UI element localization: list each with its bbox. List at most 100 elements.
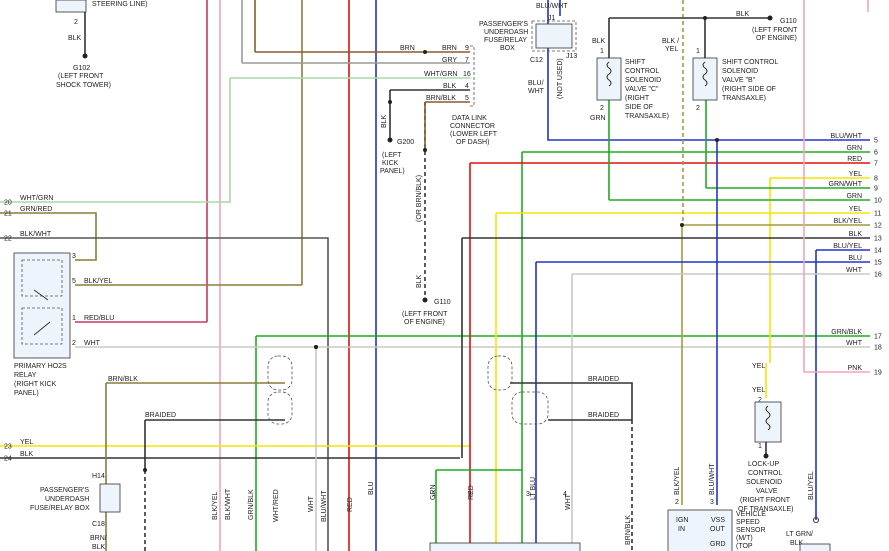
vehicle-speed-sensor: BLK/YEL BLU/WHT 2 3 IGN IN VSS OUT GRD V… (667, 138, 766, 551)
wire-21-grn-red (0, 212, 97, 261)
wire-label-9: GRN/WHT (829, 181, 863, 188)
shift-solenoid-b: BLK / YEL 1 2 SHIFT CONTROL SOLENOID VAL… (662, 38, 778, 112)
wire-label-10: GRN (846, 193, 862, 200)
label-relay-3: 3 (72, 253, 76, 260)
label-g110-mid-d1: (LEFT FRONT (402, 311, 448, 318)
lockup-body (754, 401, 782, 443)
vss-body (667, 509, 733, 551)
label-g110-mid-d2: OF ENGINE) (404, 319, 445, 326)
ground-symbol-g102 (82, 53, 88, 59)
label-blk-vert: BLK (381, 114, 388, 128)
label-blk-yel-v: BLK/YEL (674, 466, 681, 495)
label-blu-wht-mid2: WHT (528, 88, 545, 95)
wire-num-20: 20 (4, 200, 12, 207)
fuse-relay-box-top (535, 23, 573, 49)
label-vss-in: IN (678, 526, 685, 533)
label-vss-2: 2 (675, 499, 679, 506)
label-lock-1: 1 (758, 443, 762, 450)
label-sv2-2: 2 (696, 105, 700, 112)
lockup-coil (765, 405, 771, 431)
label-brn-a: BRN (400, 45, 415, 52)
lockup-ground (763, 453, 769, 459)
label-lock-c: SOLENOID (746, 479, 782, 486)
wire-label-23: YEL (20, 439, 33, 446)
splice-blkyel (680, 223, 684, 227)
wire-num-11: 11 (874, 211, 881, 218)
wire-brnblk-low (105, 382, 285, 551)
wire-label-7: RED (847, 156, 862, 163)
label-h14: H14 (92, 473, 105, 480)
label-lock-e: (RIGHT FRONT (740, 497, 791, 504)
label-blk-yel-bot: BLK/YEL (212, 491, 219, 520)
label-vss-b: SPEED (736, 519, 760, 526)
relay-switch-arm-a (33, 289, 49, 301)
label-lock-2: 2 (758, 397, 762, 404)
label-blk-sv1: BLK (592, 38, 606, 45)
shift-solenoid-c: BLK 1 2 GRN SHIFT CONTROL SOLENOID VALVE… (590, 38, 669, 122)
bottom-connector-block (429, 542, 581, 551)
braided-shields: BRN/BLK BRAIDED BRAIDED BRAIDED (108, 345, 619, 472)
label-brn-blk-v: BRN/BLK (625, 515, 632, 545)
label-pb2: UNDERDASH (484, 29, 528, 36)
wire-num-14: 14 (874, 248, 882, 255)
connector-lt-grn (813, 517, 819, 523)
label-red-v: RED (347, 497, 354, 512)
label-g200-d1: (LEFT (382, 152, 402, 159)
label-conn-5: 5 (465, 95, 469, 102)
wire-num-22: 22 (4, 236, 12, 243)
label-dlc3: (LOWER LEFT (450, 131, 498, 138)
ground-symbol-g110-mid (422, 297, 428, 303)
wire-label-20: WHT/GRN (20, 195, 53, 202)
label-g110-top-d1: (LEFT FRONT (752, 27, 798, 34)
label-j1: J1 (548, 15, 556, 22)
label-relay-name4: PANEL) (14, 390, 39, 397)
label-sv1-f: SIDE OF (625, 104, 653, 111)
wire-13-blk (461, 237, 870, 458)
wire-label-11: YEL (849, 206, 862, 213)
solenoid-c-body (596, 57, 622, 101)
label-sv2-e: TRANSAXLE) (722, 95, 766, 102)
data-link-connector: BRN BRN GRY 9 7 WHT/GRN 16 BLK 4 BRN/BLK… (388, 45, 498, 146)
label-not-used: (NOT USED) (557, 58, 564, 99)
label-pfb3: FUSE/RELAY BOX (30, 505, 90, 512)
right-wire-labels: 5BLU/WHT6GRN7RED8YEL9GRN/WHT10GRN11YEL12… (829, 133, 882, 377)
primary-ho2s-relay: 3 5 BLK/YEL 1 RED/BLU 2 WHT PRIMARY HO2S… (13, 252, 318, 397)
label-relay-name2: RELAY (14, 372, 37, 379)
ground-symbol-g110-top (767, 15, 773, 21)
label-g110-top: G110 (780, 18, 797, 25)
label-sv2-c: VALVE "B" (722, 77, 756, 84)
h14-box (99, 483, 121, 513)
steering-connector (55, 0, 87, 13)
label-g102: G102 (73, 65, 90, 72)
dlc-bracket (470, 45, 475, 107)
solenoid-b-coil (702, 61, 708, 87)
label-vss-ign: IGN (676, 517, 688, 524)
label-braided-a: BRAIDED (145, 412, 176, 419)
wire-20-wht-grn (0, 78, 231, 203)
label-g110-mid: G110 (434, 299, 451, 306)
splice-wht-2 (314, 345, 318, 349)
wire-label-12: BLK/YEL (834, 218, 863, 225)
label-brn-bot: BRN/ (90, 535, 107, 542)
g110-top-ground: BLK G110 (LEFT FRONT OF ENGINE) (703, 11, 798, 42)
label-relay-name3: (RIGHT KICK (14, 381, 57, 388)
label-red-v2: RED (468, 485, 475, 500)
wire-8-yel (769, 177, 870, 363)
splice-braided (143, 468, 147, 472)
label-vss-c: SENSOR (736, 527, 766, 534)
label-sv1-a: SHIFT (625, 59, 646, 66)
label-sv1-g: TRANSAXLE) (625, 113, 669, 120)
label-dlc2: CONNECTOR (450, 123, 495, 130)
label-sv1-grn: GRN (590, 115, 606, 122)
label-blk-mid: BLK (443, 83, 457, 90)
label-pb4: BOX (500, 45, 515, 52)
label-vss-a: VEHICLE (736, 511, 766, 518)
label-relay-blkyel: BLK/YEL (84, 278, 113, 285)
label-vss-d: (M/T) (736, 535, 753, 542)
label-dlc4: OF DASH) (456, 139, 489, 146)
label-braided-c: BRAIDED (588, 412, 619, 419)
passenger-underdash-top: BLU/WHT J1 PASSENGER'S UNDERDASH FUSE/RE… (479, 3, 577, 99)
label-conn-9: 9 (465, 45, 469, 52)
wire-braided-right1 (510, 382, 633, 420)
